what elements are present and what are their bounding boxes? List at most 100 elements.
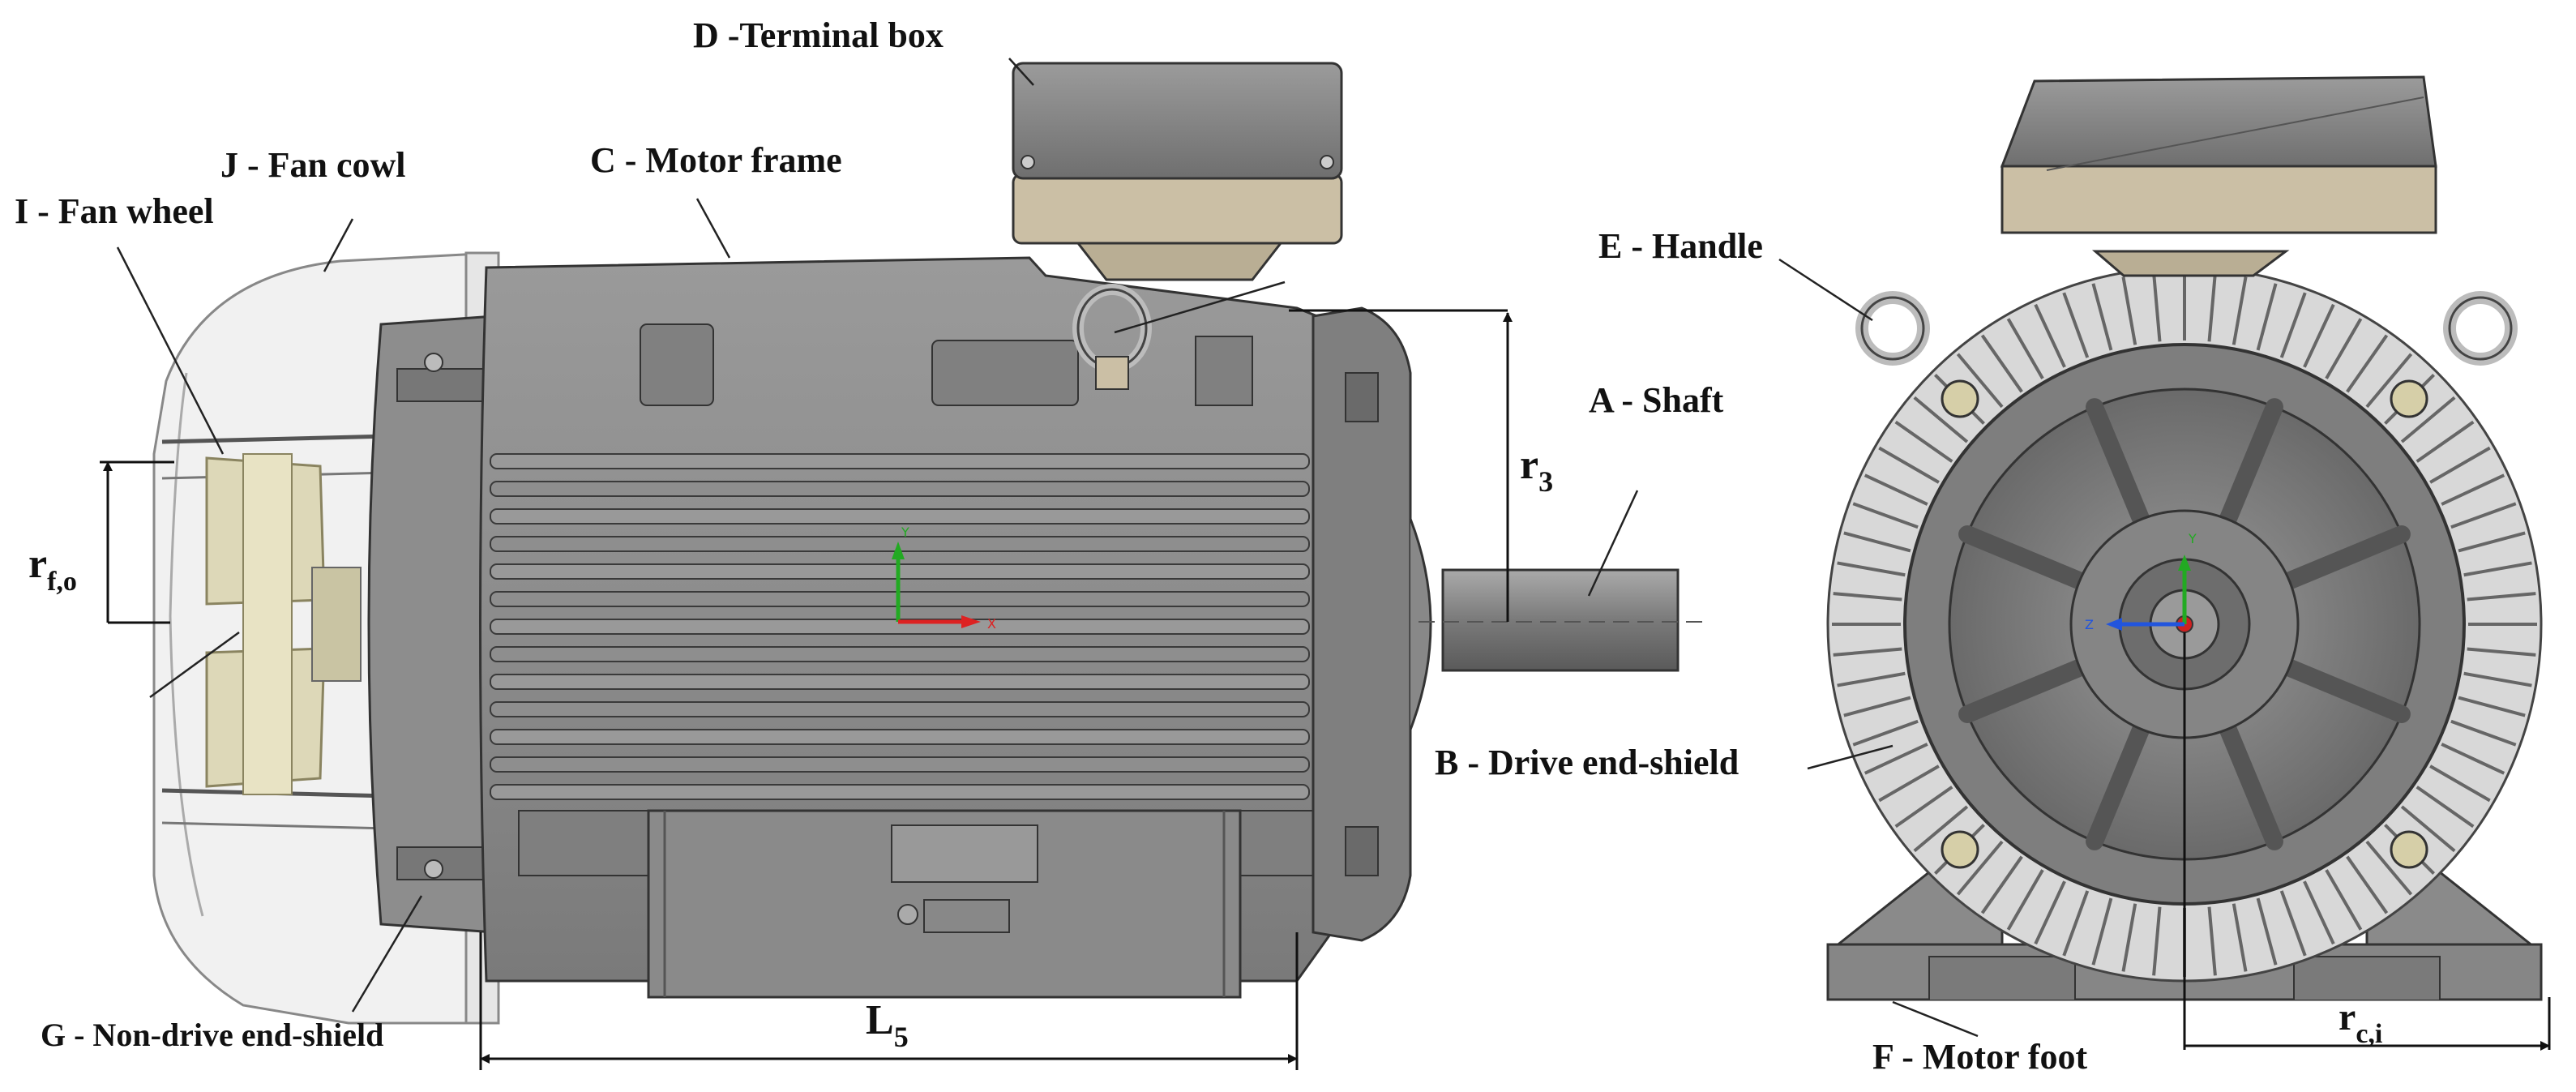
radial-fin	[2207, 906, 2217, 976]
radial-fin	[2091, 897, 2113, 966]
end-shield-rib	[2086, 720, 2150, 850]
radial-fin	[2232, 903, 2248, 972]
radial-fin	[2034, 303, 2066, 368]
radial-fin	[2091, 283, 2113, 351]
dimension-rci	[2183, 632, 2551, 1051]
dimension-r3	[1289, 309, 1513, 622]
radial-fin	[2467, 647, 2536, 657]
radial-fin	[2429, 446, 2491, 484]
radial-fin	[2325, 869, 2363, 931]
leader-lines	[116, 58, 1979, 1038]
end-shield-rib	[2086, 398, 2150, 529]
radial-fin	[2062, 292, 2090, 358]
radial-fin	[2303, 303, 2335, 368]
axis-label-y: Y	[901, 525, 909, 540]
radial-fin	[1894, 420, 1953, 463]
drive-end-shield	[1312, 306, 1432, 942]
radial-fin	[2121, 903, 2137, 972]
radial-fin	[1956, 353, 2004, 409]
radial-fin	[1913, 805, 1969, 853]
coordinate-axes-side: Y X	[892, 525, 996, 632]
radial-fin	[2303, 880, 2335, 945]
axis-label-z-front: Z	[2085, 617, 2094, 632]
cooling-fin	[490, 508, 1310, 525]
cooling-fin	[490, 729, 1310, 745]
coordinate-axes-front: Y Z	[2085, 531, 2197, 632]
radial-fin	[2256, 283, 2278, 351]
radial-fin	[2256, 897, 2278, 966]
label-non-drive-end-shield: G - Non-drive end-shield	[41, 1017, 383, 1053]
dim-label-rci: rc,i	[2339, 996, 2382, 1049]
radial-fin	[1980, 334, 2023, 393]
end-shield-rib	[1958, 525, 2089, 590]
radial-fin	[1913, 396, 1969, 443]
axis-label-y-front: Y	[2188, 531, 2197, 546]
dimension-rfo	[100, 460, 174, 624]
radial-fin	[2365, 353, 2413, 409]
radial-fin	[2463, 671, 2532, 687]
handle-front	[1855, 291, 2518, 366]
radial-fin	[1837, 671, 1906, 687]
side-view: Y X	[152, 62, 1710, 1025]
cooling-fin	[490, 756, 1310, 773]
radial-fin	[1833, 647, 1902, 657]
shaft	[1419, 568, 1710, 672]
radial-fin	[2400, 805, 2456, 853]
radial-fin	[2467, 592, 2536, 602]
radial-fin	[2441, 743, 2505, 775]
dim-label-L5: L5	[866, 997, 909, 1053]
radial-fin	[1864, 473, 1928, 506]
radial-fin	[1980, 855, 2023, 914]
radial-fin	[1878, 446, 1940, 484]
label-drive-end-shield: B - Drive end-shield	[1435, 743, 1739, 782]
radial-fin	[2279, 890, 2307, 957]
handle-side	[1072, 284, 1152, 390]
radial-fin	[2152, 272, 2162, 342]
cooling-fin	[490, 674, 1310, 690]
end-shield-rib	[2219, 720, 2283, 850]
radial-fin	[1843, 696, 1911, 717]
motor-foot-side	[647, 809, 1242, 999]
radial-fin	[2463, 561, 2532, 577]
radial-fin	[2458, 696, 2526, 717]
radial-fin	[2346, 334, 2389, 393]
end-shield-rib	[2280, 525, 2411, 590]
bolts	[1941, 379, 2428, 869]
radial-fin	[2232, 276, 2248, 345]
non-drive-end-shield	[367, 315, 496, 934]
label-motor-foot: F - Motor foot	[1872, 1037, 2087, 1077]
radial-fin	[2429, 764, 2491, 803]
front-view: Y Z	[1826, 75, 2543, 1001]
radial-fin	[1837, 561, 1906, 577]
radial-fin	[2006, 318, 2044, 379]
cooling-fin	[490, 646, 1310, 662]
dim-label-rfo: rf,o	[28, 541, 77, 597]
terminal-box	[1012, 62, 1343, 281]
radial-fin	[2416, 786, 2475, 829]
radial-fin	[2152, 906, 2162, 976]
cooling-fin	[490, 784, 1310, 800]
radial-fin	[2450, 502, 2517, 529]
label-handle: E - Handle	[1598, 226, 1763, 266]
dimension-L5	[479, 932, 1299, 1070]
end-shield-rib	[2280, 658, 2411, 723]
radial-fin	[2062, 890, 2090, 957]
end-shield-ribs	[1958, 398, 2411, 850]
radial-fin	[2006, 869, 2044, 931]
axis-label-x: X	[987, 616, 996, 632]
radial-fin	[1843, 531, 1911, 553]
label-motor-frame: C - Motor frame	[590, 140, 842, 180]
label-terminal-box: D -Terminal box	[693, 15, 944, 55]
radial-fin	[2034, 880, 2066, 945]
radial-fin	[1852, 719, 1919, 747]
labels: D -Terminal box J - Fan cowl C - Motor f…	[15, 15, 2382, 1077]
label-fan-cowl: J - Fan cowl	[220, 145, 406, 185]
label-shaft: A - Shaft	[1589, 380, 1724, 420]
radial-fin	[2458, 531, 2526, 553]
radial-fin	[1864, 743, 1928, 775]
radial-fins	[1832, 272, 2537, 977]
label-fan-wheel: I - Fan wheel	[15, 191, 214, 231]
terminal-box-front	[2000, 75, 2437, 277]
radial-fin	[2325, 318, 2363, 379]
